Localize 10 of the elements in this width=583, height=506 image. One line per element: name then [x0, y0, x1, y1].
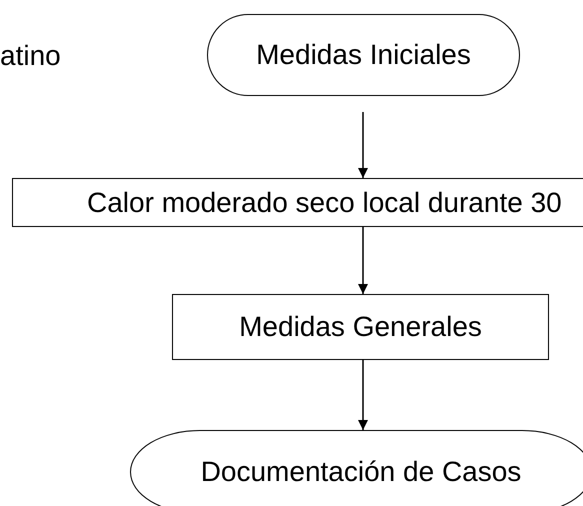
text-fragment: atino [0, 40, 61, 72]
arrow [358, 112, 368, 178]
arrow [358, 360, 368, 430]
node-text: Medidas Iniciales [256, 39, 471, 71]
arrow [358, 227, 368, 294]
node-text: Calor moderado seco local durante 30 [87, 186, 562, 218]
process-box [12, 178, 583, 227]
process-box [172, 294, 549, 360]
node-text: Documentación de Casos [200, 456, 522, 488]
node-text: Medidas Generales [239, 311, 482, 343]
